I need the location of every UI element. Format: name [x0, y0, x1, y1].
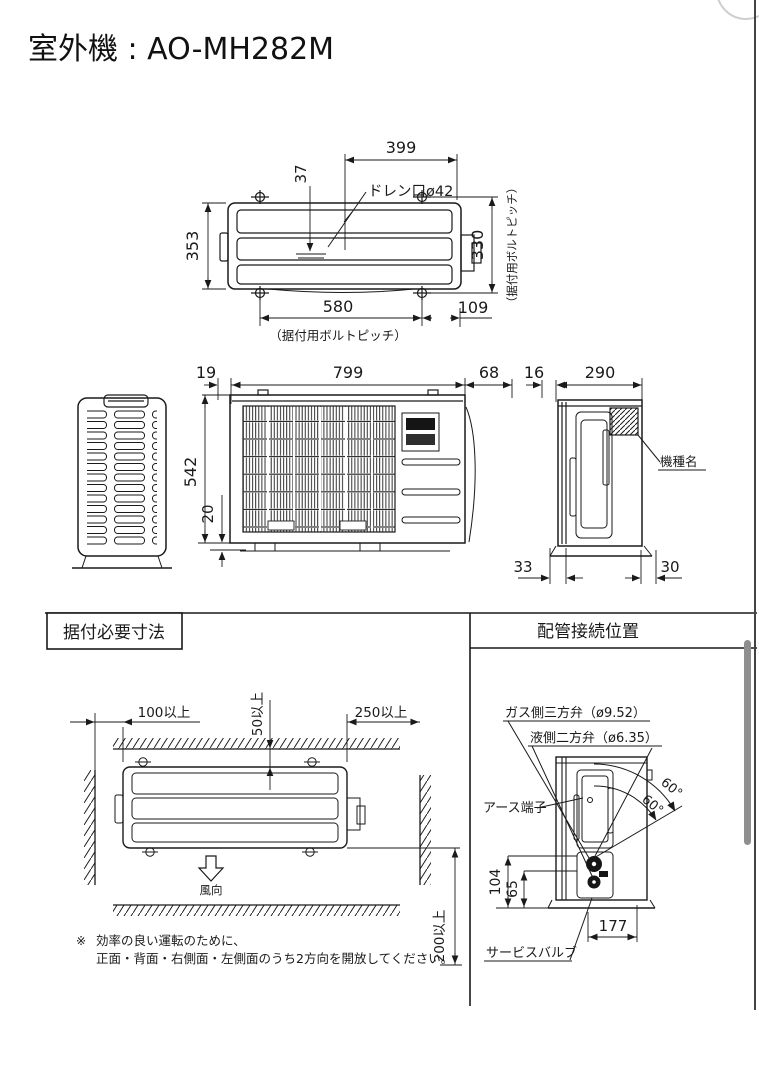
dim-19-label: 19 [196, 363, 216, 382]
note-line1: 効率の良い運転のために、 [96, 933, 246, 948]
model-name-label: 機種名 [660, 454, 698, 469]
dim-290-label: 290 [585, 363, 616, 382]
page-right-border [754, 0, 756, 1010]
clearance-top-label: 50以上 [250, 692, 266, 736]
page-title: 室外機 : AO-MH282M [28, 32, 335, 67]
model-name-plate [609, 407, 639, 436]
note-line2: 正面・背面・右側面・左側面のうち2方向を開放してください。 [96, 951, 453, 966]
dim-109-label: 109 [458, 298, 489, 317]
clearance-bottom-label: 200以上 [432, 910, 448, 963]
gas-valve-label: ガス側三方弁（ø9.52） [505, 705, 646, 721]
angle-outer-label: 60° [658, 775, 685, 801]
angle-inner-label: 60° [639, 792, 666, 818]
bolt-pitch-bottom-label: （据付用ボルトピッチ） [269, 328, 407, 343]
drain-port-label: ドレン口ø42 [368, 184, 453, 200]
ortho-dimensions [198, 378, 682, 584]
top-view-drawing [202, 154, 498, 327]
bolt-pitch-side-label: （据付用ボルトピッチ） [505, 182, 519, 309]
dim-30-label: 30 [660, 558, 679, 576]
liquid-valve-label: 液側二方弁（ø6.35） [530, 730, 658, 746]
dim-104-label: 104 [488, 869, 504, 896]
piping-header: 配管接続位置 [537, 622, 639, 642]
dim-177-label: 177 [599, 917, 628, 935]
dim-37-label: 37 [292, 164, 310, 183]
dim-542-label: 542 [181, 457, 200, 488]
side-view-left [72, 394, 172, 569]
side-view-right [549, 399, 706, 557]
piping-drawing [484, 720, 683, 962]
dim-33-label: 33 [513, 558, 532, 576]
dim-580-label: 580 [323, 297, 354, 316]
front-view [229, 389, 476, 552]
dim-20-label: 20 [199, 504, 217, 523]
installation-header-box [46, 612, 183, 650]
clearance-right-label: 250以上 [355, 705, 408, 721]
dim-399-label: 399 [386, 138, 417, 157]
clearance-left-label: 100以上 [138, 705, 191, 721]
dim-16-label: 16 [524, 363, 544, 382]
wind-direction-arrow [197, 855, 225, 882]
note-mark: ※ [76, 934, 86, 948]
scrollbar-thumb[interactable] [744, 640, 751, 845]
dim-68-label: 68 [479, 363, 499, 382]
dim-330-label: 330 [468, 230, 487, 261]
section-dividers [45, 612, 757, 1006]
earth-terminal-label: アース端子 [483, 801, 547, 816]
wind-direction-label: 風向 [200, 883, 223, 897]
installation-header: 据付必要寸法 [63, 623, 165, 643]
dim-65-label: 65 [505, 880, 521, 898]
dim-353-label: 353 [183, 231, 202, 262]
installation-drawing [70, 700, 462, 966]
dim-799-label: 799 [333, 363, 364, 382]
service-valve-label: サービスバルブ [486, 945, 577, 961]
